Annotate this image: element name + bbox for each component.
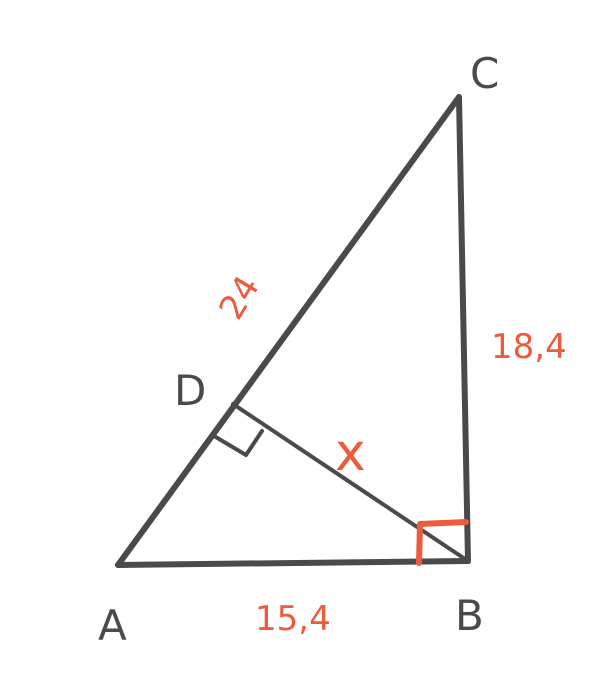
vertex-label-a: A (98, 601, 127, 650)
measure-label-bc: 18,4 (491, 327, 567, 367)
right-angle-mark-d (212, 429, 264, 457)
side-bc (456, 94, 471, 564)
vertex-label-b: B (455, 591, 484, 640)
side-ac (115, 94, 462, 568)
right-angle-mark-b (416, 519, 469, 566)
vertex-label-c: C (470, 49, 499, 98)
measure-label-ab: 15,4 (255, 599, 331, 639)
vertex-label-d: D (174, 366, 206, 415)
measure-label-bd: x (335, 423, 366, 483)
measure-label-ac: 24 (211, 269, 268, 327)
segment-bd (231, 402, 470, 563)
side-ab (115, 558, 471, 568)
